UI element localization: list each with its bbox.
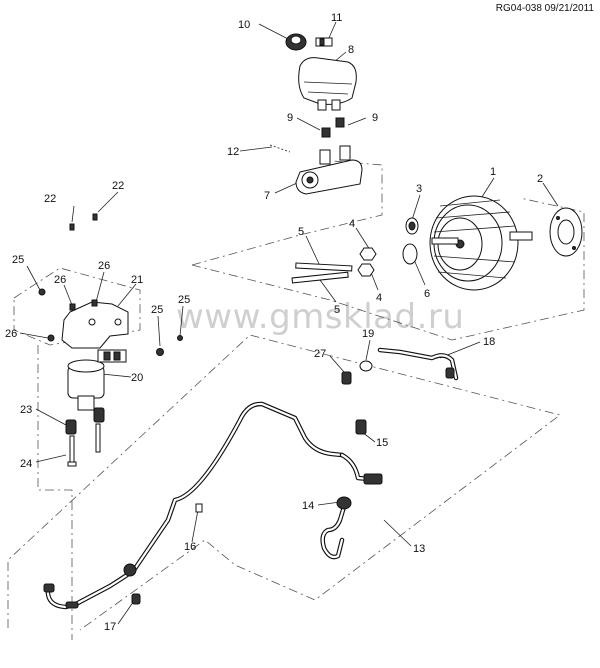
callout-20: 20 <box>131 372 143 384</box>
callout-13: 13 <box>413 543 425 555</box>
callout-21: 21 <box>131 274 143 286</box>
pipe-assembly-outline <box>7 334 561 631</box>
reservoir-cap <box>285 33 307 51</box>
callout-4-top: 4 <box>349 218 355 230</box>
callout-10: 10 <box>238 19 250 31</box>
callout-2: 2 <box>537 173 543 185</box>
callout-26-mid: 26 <box>54 274 66 286</box>
callout-9-right: 9 <box>372 112 378 124</box>
o-ring <box>402 243 418 265</box>
hose-grommet <box>359 360 373 372</box>
callout-15: 15 <box>376 437 388 449</box>
callout-3: 3 <box>416 183 422 195</box>
reservoir-grommets <box>321 117 345 138</box>
booster-assembly-outline <box>191 197 585 341</box>
leader-lines <box>19 21 559 625</box>
brake-pipes <box>45 347 459 610</box>
pump-outline <box>37 345 73 640</box>
master-cylinder-outline <box>191 159 383 266</box>
pump-bolts <box>67 423 101 467</box>
bracket-outline <box>13 267 141 346</box>
callout-5-top: 5 <box>298 226 304 238</box>
brake-booster <box>429 195 533 291</box>
bleeder-line <box>269 144 291 153</box>
callout-5-bottom: 5 <box>334 304 340 316</box>
booster-nuts <box>357 247 377 277</box>
callout-9-left: 9 <box>287 112 293 124</box>
callout-7: 7 <box>264 190 270 202</box>
callout-19: 19 <box>362 328 374 340</box>
booster-studs <box>291 262 353 284</box>
callout-23: 23 <box>20 404 32 416</box>
callout-26-left: 26 <box>5 328 17 340</box>
pump-insulators <box>65 407 105 435</box>
diagram-code: RG04-038 09/21/2011 <box>495 3 594 14</box>
callout-25-mid: 25 <box>151 304 163 316</box>
callout-22-right: 22 <box>112 180 124 192</box>
booster-gasket <box>549 207 583 257</box>
callout-8: 8 <box>348 44 354 56</box>
pipe-clips <box>43 419 383 609</box>
callout-labels: 10 11 8 9 9 12 7 1 2 3 4 5 6 4 5 22 22 2… <box>5 12 543 633</box>
callout-24: 24 <box>20 458 32 470</box>
seal <box>405 217 419 235</box>
watermark: www.gmsklad.ru <box>176 297 465 337</box>
callout-27: 27 <box>314 348 326 360</box>
fluid-reservoir <box>298 57 357 111</box>
callout-11: 11 <box>331 12 342 24</box>
callout-25-left: 25 <box>12 254 24 266</box>
callout-16: 16 <box>184 541 196 553</box>
bracket-bolts <box>38 213 183 356</box>
callout-26-top: 26 <box>98 260 110 272</box>
callout-6: 6 <box>424 288 430 300</box>
vacuum-pump <box>67 349 127 411</box>
callout-25-right: 25 <box>178 294 190 306</box>
callout-1: 1 <box>490 166 496 178</box>
callout-14: 14 <box>302 500 314 512</box>
callout-4-bottom: 4 <box>376 292 382 304</box>
vacuum-hose-fitting <box>445 367 455 379</box>
callout-17: 17 <box>104 621 116 633</box>
check-valve <box>341 371 352 385</box>
callout-22-left: 22 <box>44 193 56 205</box>
master-cylinder <box>295 145 363 195</box>
fluid-level-sensor <box>315 37 333 47</box>
pump-bracket <box>61 301 129 349</box>
callout-12: 12 <box>227 146 239 158</box>
callout-18: 18 <box>483 336 495 348</box>
